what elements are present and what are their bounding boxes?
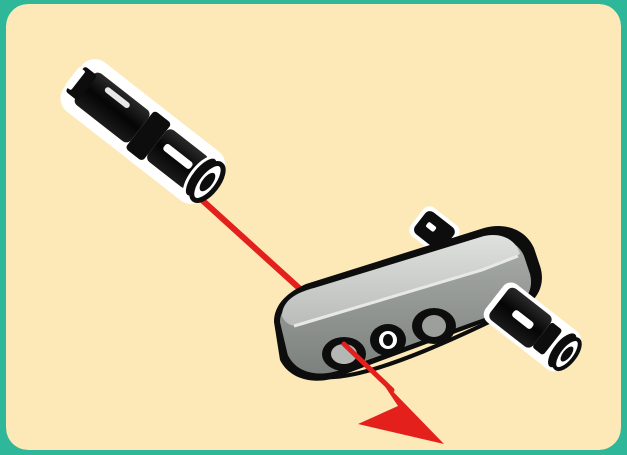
instruction-panel [6, 4, 621, 450]
assembly-diagram [6, 4, 621, 450]
